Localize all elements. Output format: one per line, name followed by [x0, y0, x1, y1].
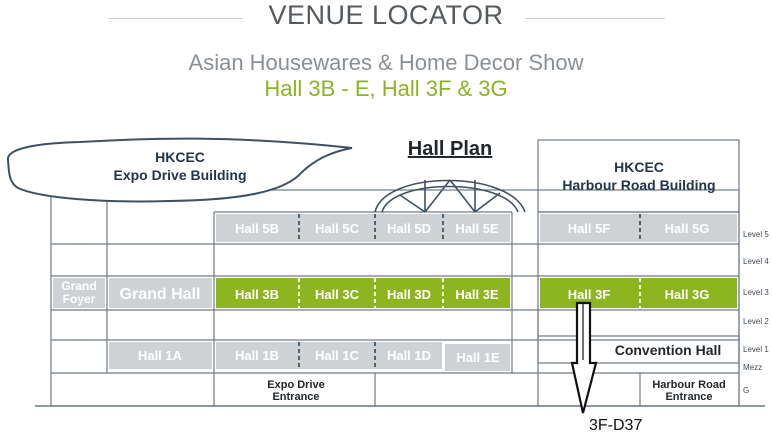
hall-1c-label: Hall 1C [315, 348, 360, 363]
level3-band [53, 278, 737, 308]
hall-5d-label: Hall 5D [387, 221, 431, 236]
booth-label: 3F-D37 [589, 417, 642, 432]
hall-1e-label: Hall 1E [456, 350, 500, 365]
hall-3g-label: Hall 3G [665, 287, 710, 302]
harbour-entrance-label-2: Entrance [665, 391, 712, 403]
dome-arch [374, 179, 526, 213]
expo-building-cloud [7, 137, 353, 203]
hall-1d-label: Hall 1D [387, 348, 431, 363]
harbour-building-label-1: HKCEC [614, 159, 664, 175]
grand-foyer-label-1: Grand [61, 279, 96, 293]
building-grid [50, 139, 740, 407]
expo-building-label-2: Expo Drive Building [113, 167, 246, 183]
hall-5f-label: Hall 5F [568, 221, 611, 236]
harbour-building-label-2: Harbour Road Building [562, 177, 715, 193]
level-3-label: Level 3 [743, 288, 769, 297]
expo-entrance-label-2: Entrance [272, 391, 319, 403]
hall-3f-label: Hall 3F [568, 287, 611, 302]
level-1-label: Level 1 [743, 345, 769, 354]
expo-building-label-1: HKCEC [155, 149, 205, 165]
booth-arrow-icon [570, 301, 598, 414]
title-rule-right [525, 18, 665, 19]
convention-hall-label: Convention Hall [615, 342, 722, 358]
hall-5b-label: Hall 5B [235, 221, 279, 236]
level-g-label: G [743, 386, 749, 395]
grand-hall-label: Grand Hall [120, 286, 201, 303]
expo-entrance-label-1: Expo Drive [267, 379, 324, 391]
harbour-entrance-label-1: Harbour Road [652, 379, 725, 391]
show-name: Asian Housewares & Home Decor Show [188, 50, 584, 75]
title-rule-left [108, 18, 243, 19]
hall-3c-label: Hall 3C [315, 287, 360, 302]
hall-plan-title: Hall Plan [408, 138, 492, 160]
hall-1a-label: Hall 1A [138, 348, 183, 363]
hall-3b-label: Hall 3B [235, 287, 279, 302]
level-5-label: Level 5 [743, 230, 769, 239]
hall-5e-label: Hall 5E [455, 221, 499, 236]
level-4-label: Level 4 [743, 257, 769, 266]
hall-5g-label: Hall 5G [665, 221, 710, 236]
show-halls: Hall 3B - E, Hall 3F & 3G [264, 76, 508, 101]
grand-foyer-label-2: Foyer [63, 292, 96, 306]
level-mezz-label: Mezz [743, 363, 762, 372]
hall-3d-label: Hall 3D [387, 287, 431, 302]
level-2-label: Level 2 [743, 317, 769, 326]
hall-1b-label: Hall 1B [235, 348, 279, 363]
hall-3e-label: Hall 3E [455, 287, 499, 302]
level1-dividers [298, 342, 376, 369]
hall-5c-label: Hall 5C [315, 221, 360, 236]
level5-dividers [298, 214, 641, 242]
level5-band [216, 214, 737, 242]
level3-dividers [298, 278, 641, 308]
level1-band [109, 342, 510, 371]
page-title: VENUE LOCATOR [268, 0, 504, 30]
